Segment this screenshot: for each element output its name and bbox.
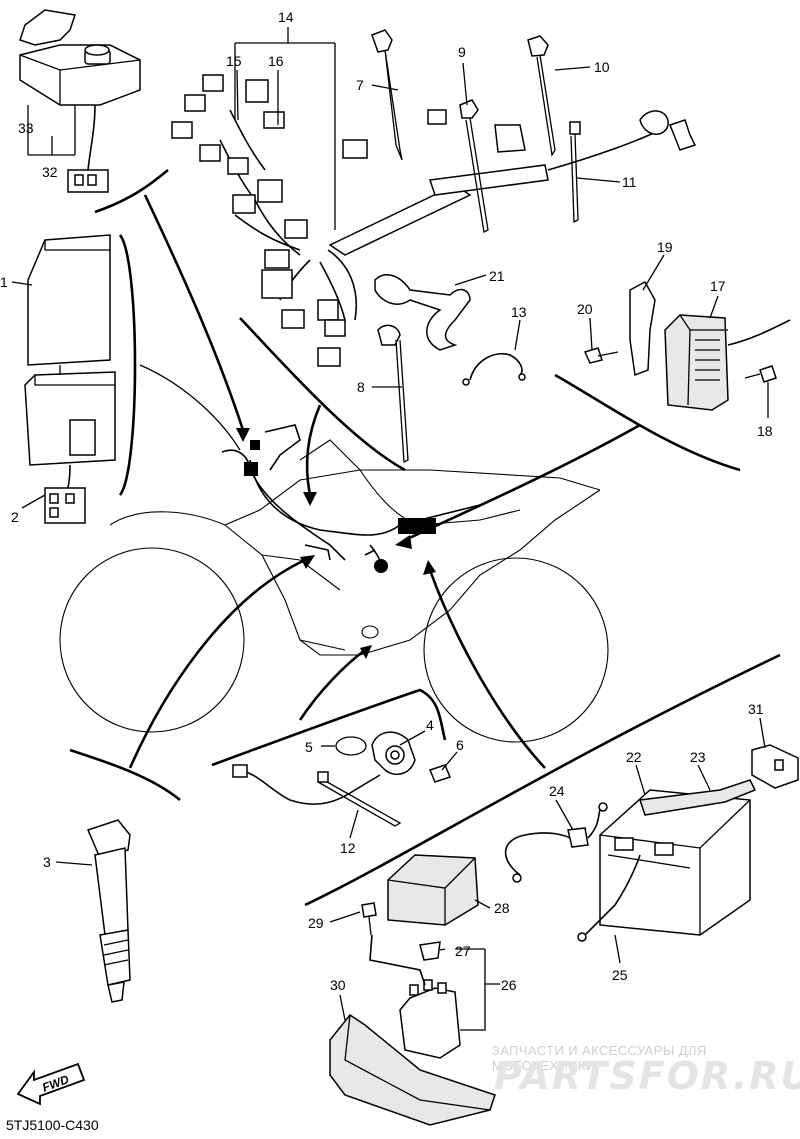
callout-9: 9	[458, 44, 466, 60]
callout-6: 6	[456, 737, 464, 753]
callout-3: 3	[43, 854, 51, 870]
callout-8: 8	[357, 379, 365, 395]
starter-relay-assembly	[329, 854, 496, 1126]
callout-15: 15	[226, 53, 242, 69]
callout-19: 19	[657, 239, 673, 255]
callout-29: 29	[308, 915, 324, 931]
watermark-logo: PARTSFOR.RU	[494, 1054, 800, 1098]
callout-13: 13	[511, 304, 527, 320]
callout-31: 31	[748, 701, 764, 717]
cable-ties	[371, 29, 581, 464]
motorcycle-outline	[59, 424, 609, 743]
callout-32: 32	[42, 164, 58, 180]
callout-24: 24	[549, 783, 565, 799]
callout-18: 18	[757, 423, 773, 439]
ecu-assembly	[24, 234, 116, 524]
callout-22: 22	[626, 749, 642, 765]
battery-assembly	[504, 744, 799, 942]
callout-12: 12	[340, 840, 356, 856]
wire-harness	[171, 74, 697, 367]
callout-26: 26	[501, 977, 517, 993]
callout-5: 5	[305, 739, 313, 755]
callout-2: 2	[11, 509, 19, 525]
grouping-arcs	[69, 169, 781, 907]
relay-assembly	[19, 9, 141, 193]
callout-10: 10	[594, 59, 610, 75]
ignition-coil	[86, 819, 131, 1003]
callout-4: 4	[426, 717, 434, 733]
callout-28: 28	[494, 900, 510, 916]
callout-27: 27	[455, 943, 471, 959]
pointer-arrows	[128, 194, 641, 769]
regulator-assembly	[583, 280, 791, 411]
callout-16: 16	[268, 53, 284, 69]
callout-14: 14	[278, 9, 294, 25]
diagram-code: 5TJ5100-C430	[6, 1117, 99, 1133]
callout-21: 21	[489, 268, 505, 284]
callout-leaders	[11, 27, 769, 1031]
fwd-arrow-icon: FWD	[16, 1062, 86, 1106]
callout-33: 33	[18, 120, 34, 136]
callout-11: 11	[622, 174, 637, 190]
callout-20: 20	[577, 301, 593, 317]
callout-23: 23	[690, 749, 706, 765]
bracket-and-lead	[374, 274, 526, 386]
callout-labels: 1 2 3 4 5 6 7 8 9 10 11 12 13 14 15 16 1…	[0, 9, 773, 993]
callout-25: 25	[612, 967, 628, 983]
watermark-tagline: ЗАПЧАСТИ И АКСЕССУАРЫ ДЛЯ МОТОТЕХНИКИ	[492, 1043, 707, 1073]
callout-1: 1	[0, 274, 8, 290]
callout-7: 7	[356, 77, 364, 93]
callout-17: 17	[710, 278, 726, 294]
callout-30: 30	[330, 977, 346, 993]
